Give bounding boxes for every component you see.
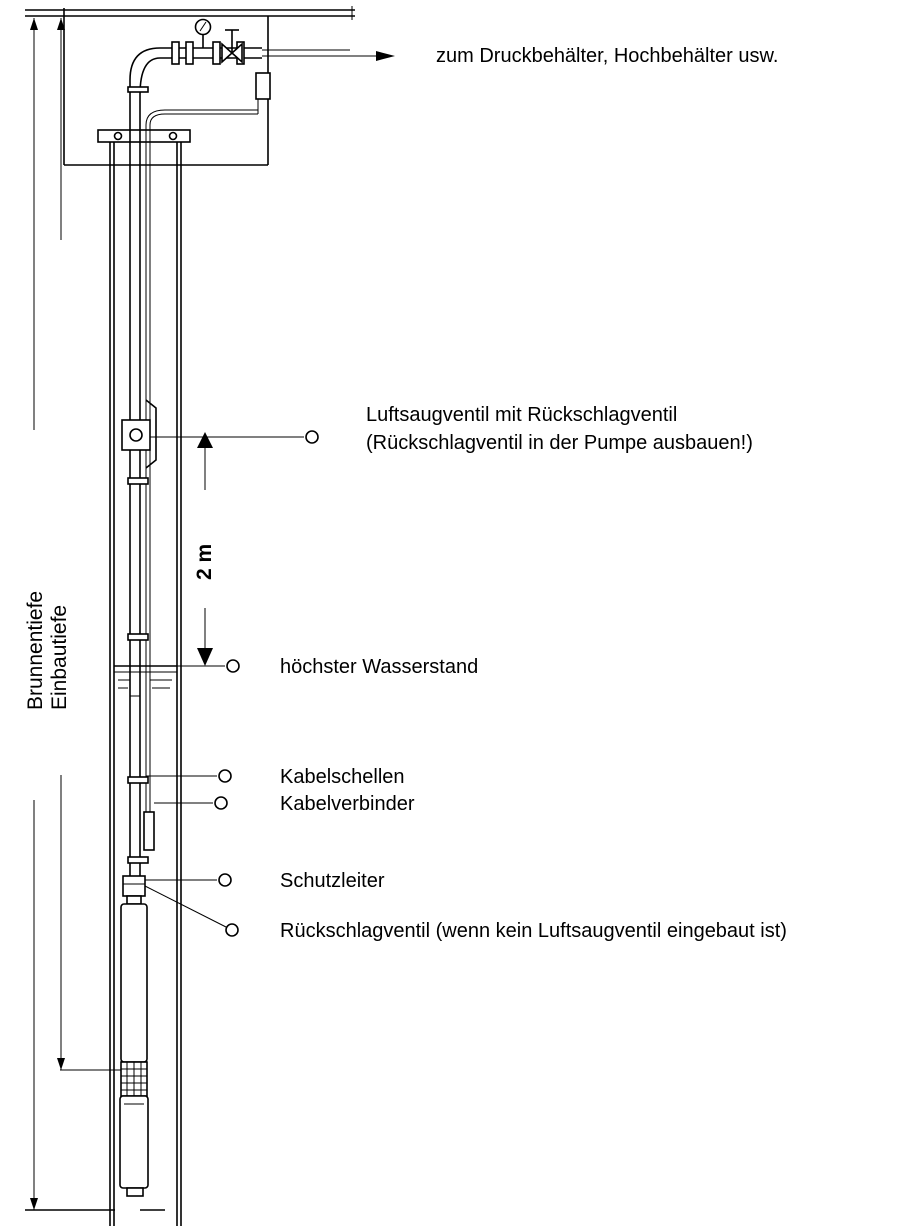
air-suction-valve: [121, 399, 252, 469]
well-depth-label: Brunnentiefe: [24, 591, 47, 710]
air-valve-label-line2: (Rückschlagventil in der Pumpe ausbauen!…: [366, 432, 753, 454]
outlet-pipe: [171, 18, 395, 65]
callout-marker: [218, 769, 232, 783]
callout-marker: [218, 873, 232, 887]
ground-surface: [25, 6, 355, 20]
callout-marker: [214, 796, 228, 810]
callout-leaders: [144, 430, 319, 937]
protective-conductor-label: Schutzleiter: [280, 870, 385, 892]
callout-marker: [226, 659, 240, 673]
pipe-clamps: [127, 86, 149, 864]
depth-dimension-lines: [25, 18, 165, 1211]
installation-depth-label: Einbautiefe: [48, 605, 71, 710]
water-level-marks: [114, 665, 177, 697]
air-valve-label-line1: Luftsaugventil mit Rückschlagventil: [366, 404, 677, 426]
callout-marker: [225, 923, 239, 937]
flow-arrow-icon: [376, 51, 395, 61]
cable-connector-label: Kabelverbinder: [280, 793, 415, 815]
cable-clamps-label: Kabelschellen: [280, 766, 405, 788]
well-casing: [97, 129, 191, 1226]
check-valve-label: Rückschlagventil (wenn kein Luftsaugvent…: [280, 920, 787, 942]
outlet-label: zum Druckbehälter, Hochbehälter usw.: [436, 45, 778, 67]
valve-icon: [221, 42, 234, 64]
distance-label: 2 m: [193, 544, 216, 580]
water-level-label: höchster Wasserstand: [280, 656, 478, 678]
callout-marker: [305, 430, 319, 444]
submersible-pump: [119, 903, 149, 1197]
